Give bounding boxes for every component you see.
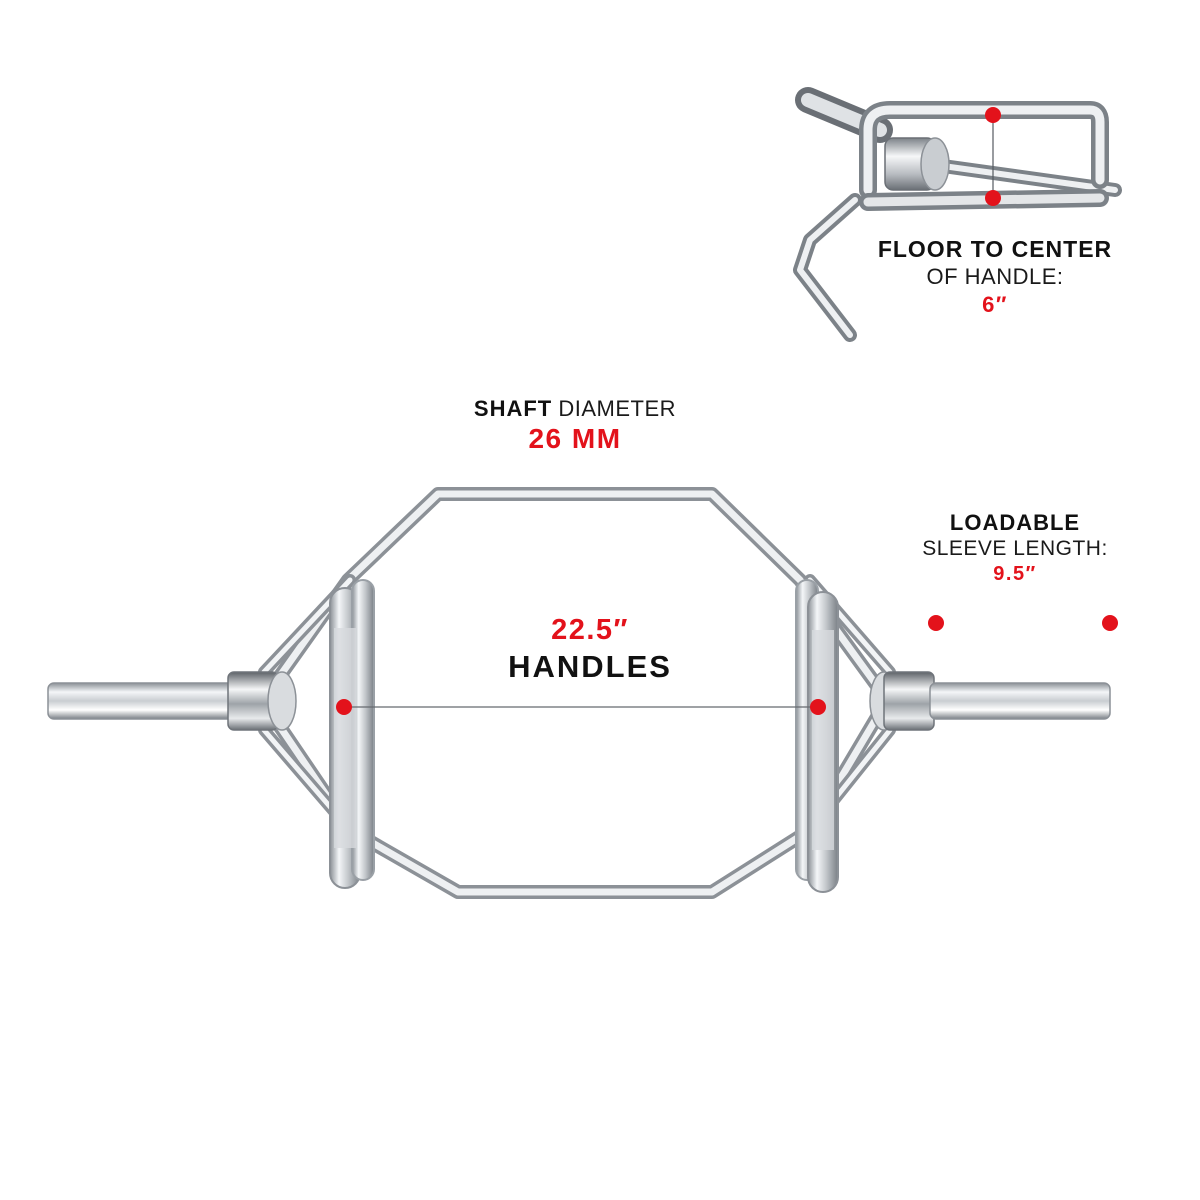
shaft-value: 26 MM [528,423,622,455]
inset-top-marker [985,107,1001,123]
sleeve-end-marker [1102,615,1118,631]
inset-title: FLOOR TO CENTER [877,236,1113,262]
sleeve-start-marker [928,615,944,631]
right-handle-marker [810,699,826,715]
sleeve-subtitle: SLEEVE LENGTH: [922,537,1108,561]
handles-value: 22.5″ [551,614,629,646]
shaft-title-light: DIAMETER [558,396,677,421]
inset-floor-to-center-label: FLOOR TO CENTER OF HANDLE: 6″ [850,236,1140,317]
left-handle [329,579,375,889]
right-sleeve [869,671,1111,731]
right-handle [795,579,839,893]
handles-width-label: 22.5″ HANDLES [460,614,720,685]
inset-subtitle: OF HANDLE: [926,264,1064,290]
handles-label: HANDLES [508,649,672,685]
inset-bottom-marker [985,190,1001,206]
shaft-title-bold: SHAFT [473,396,553,421]
shaft-diameter-label: SHAFT DIAMETER 26 MM [430,396,720,455]
sleeve-length-label: LOADABLE SLEEVE LENGTH: 9.5″ [895,510,1135,586]
sleeve-title: LOADABLE [949,510,1081,535]
left-handle-marker [336,699,352,715]
inset-value: 6″ [982,291,1008,317]
sleeve-value: 9.5″ [993,563,1037,586]
left-sleeve [47,671,297,731]
